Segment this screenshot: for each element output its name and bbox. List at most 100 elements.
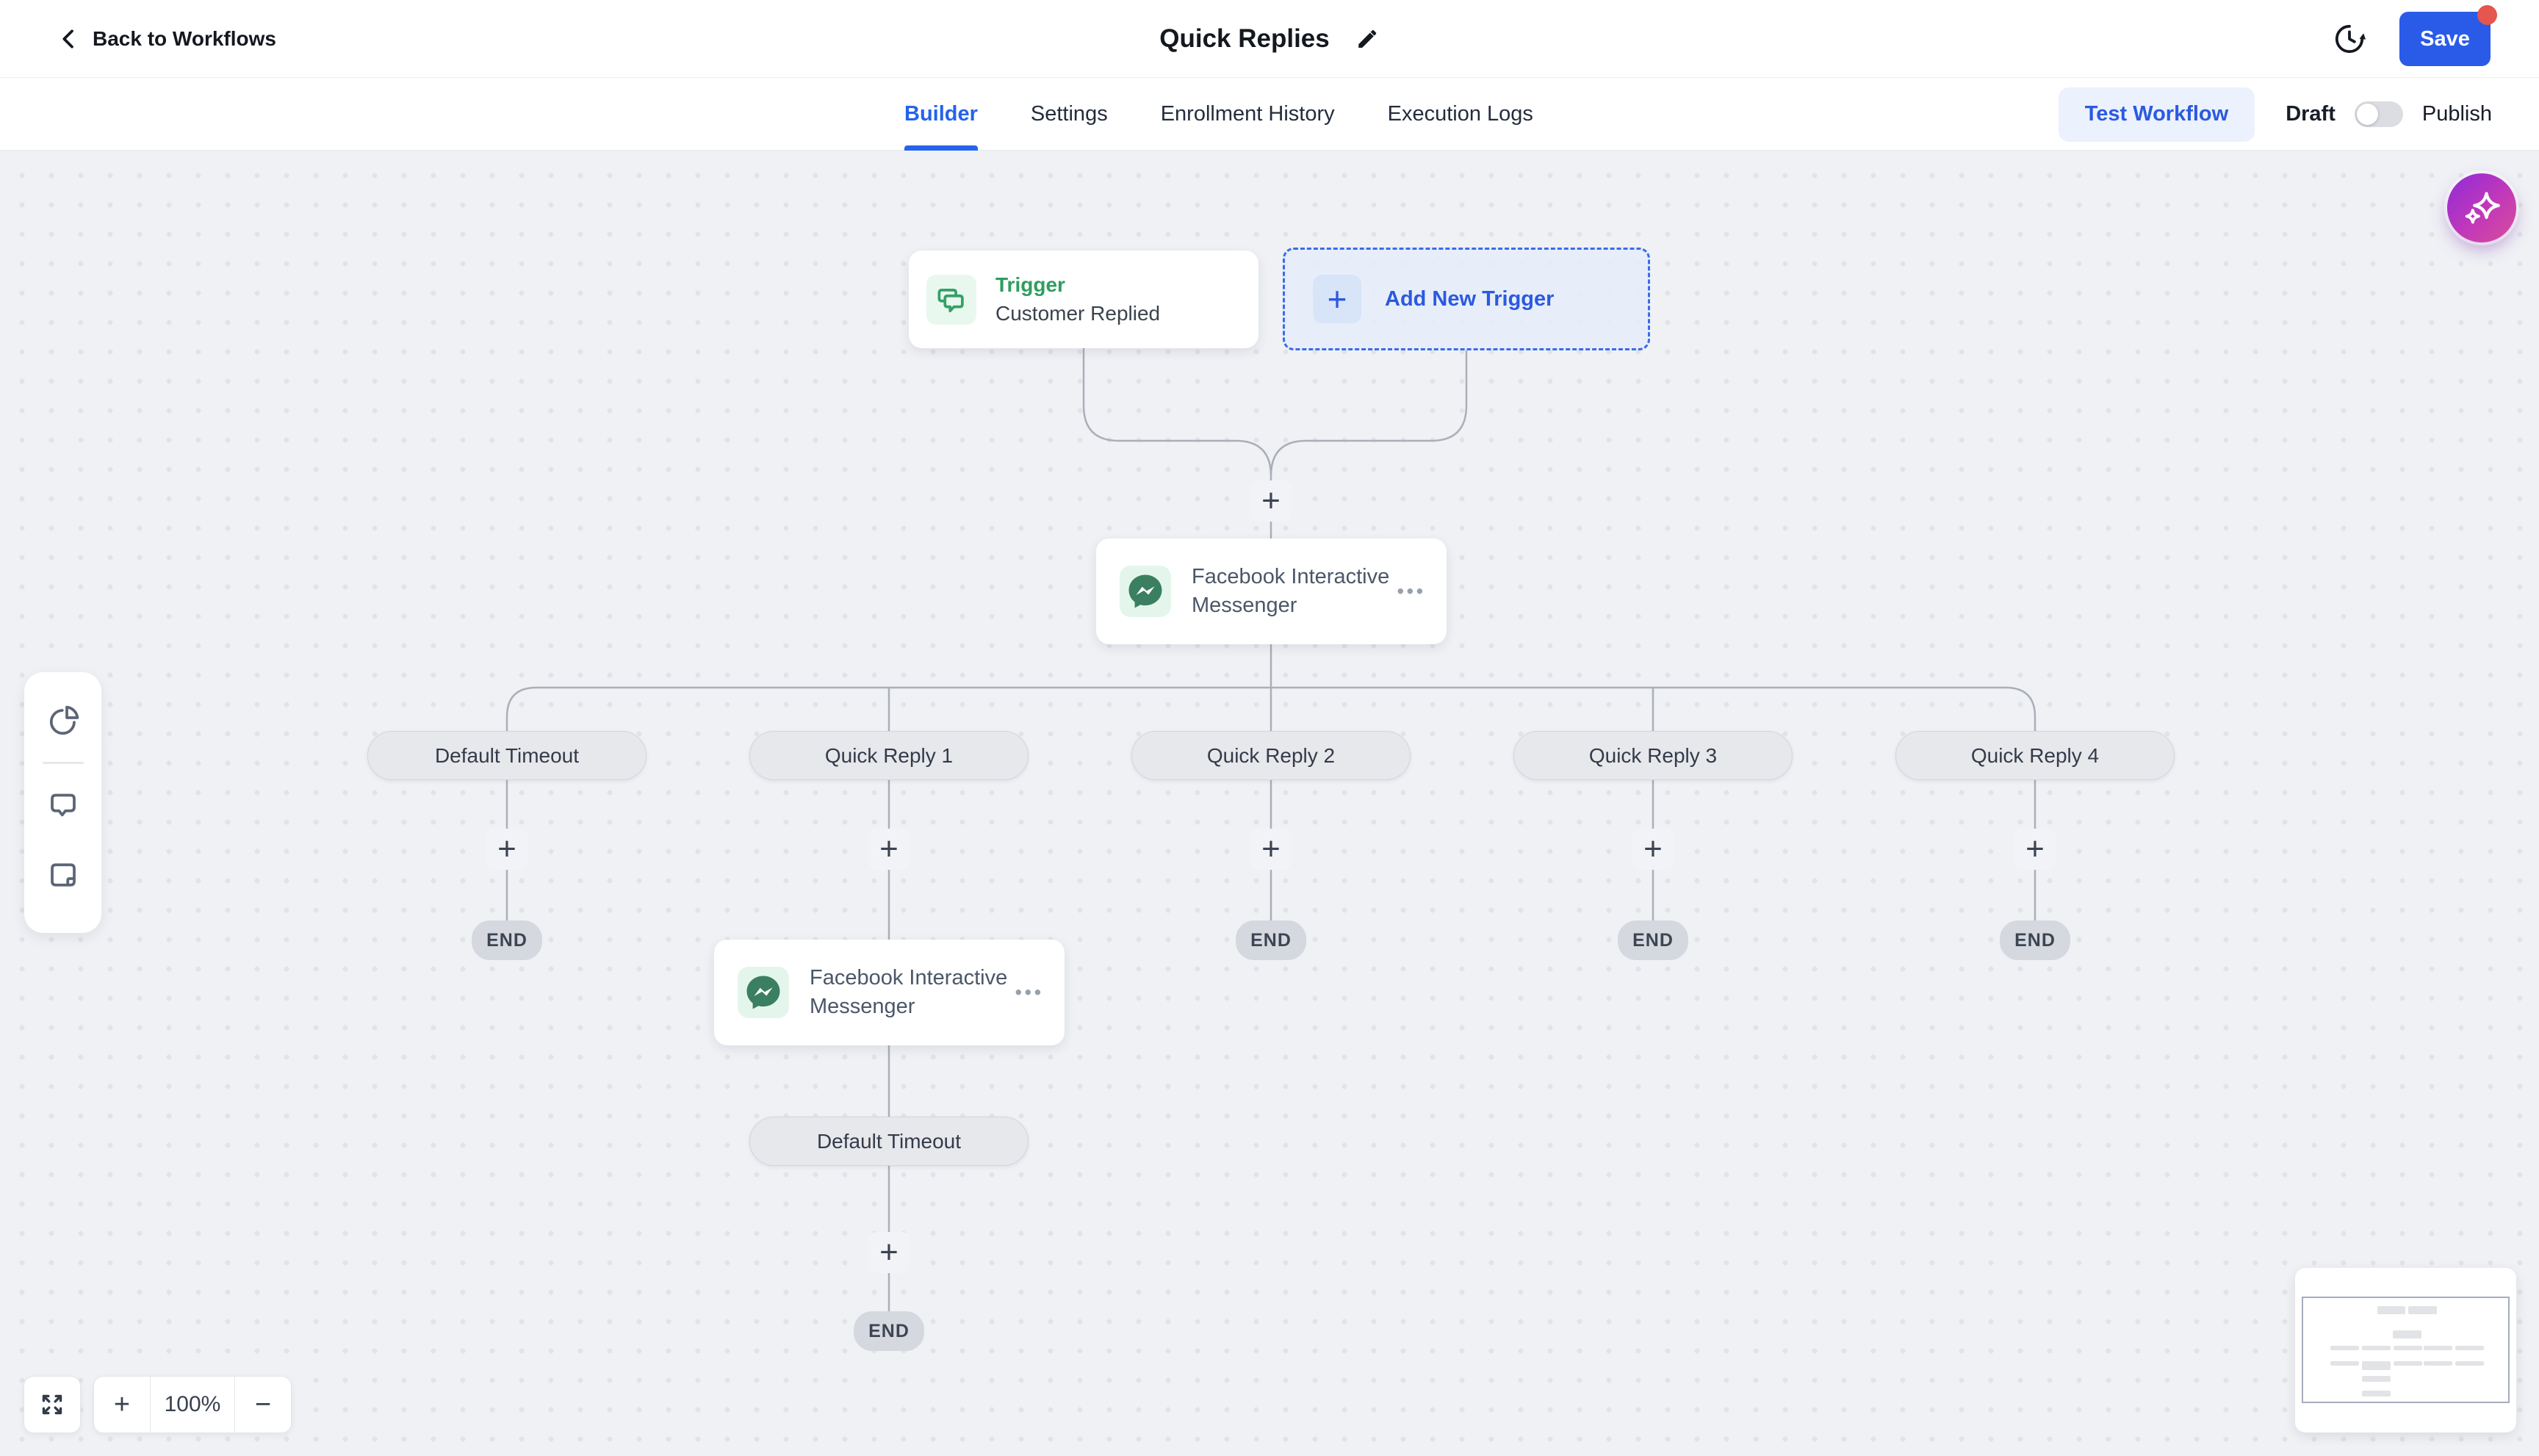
minimap-node-block — [2362, 1391, 2391, 1396]
branch-quick-reply-3[interactable]: Quick Reply 3 — [1513, 731, 1793, 780]
save-button[interactable]: Save — [2399, 5, 2497, 66]
action-node-facebook-messenger-1[interactable]: Facebook Interactive Messenger ••• — [1096, 538, 1447, 644]
canvas-side-toolbar — [24, 672, 101, 933]
tab-execution-logs[interactable]: Execution Logs — [1388, 78, 1533, 151]
branch-default-timeout-nested[interactable]: Default Timeout — [749, 1117, 1029, 1166]
tabbar: Builder Settings Enrollment History Exec… — [0, 78, 2539, 151]
zoom-out-button[interactable]: − — [235, 1377, 291, 1432]
tab-builder-label: Builder — [904, 102, 978, 126]
add-step-button[interactable]: + — [1632, 829, 1674, 870]
tab-settings-label: Settings — [1030, 102, 1108, 126]
end-node: END — [2000, 920, 2070, 960]
minimap[interactable] — [2295, 1268, 2516, 1432]
minimap-node-block — [2394, 1361, 2422, 1366]
notes-button[interactable] — [45, 857, 82, 893]
minimap-node-block — [2455, 1346, 2484, 1350]
end-node: END — [1618, 920, 1688, 960]
add-step-button[interactable]: + — [1250, 829, 1292, 870]
minimap-viewport[interactable] — [2302, 1297, 2510, 1403]
zoom-in-button[interactable]: + — [94, 1377, 150, 1432]
minimap-node-block — [2394, 1346, 2422, 1350]
add-step-button[interactable]: + — [2014, 829, 2056, 870]
add-step-button[interactable]: + — [486, 829, 527, 870]
tab-execution-logs-label: Execution Logs — [1387, 102, 1533, 126]
branch-quick-reply-2[interactable]: Quick Reply 2 — [1131, 731, 1411, 780]
node-title: Facebook Interactive Messenger — [810, 965, 1008, 1018]
node-menu-button[interactable]: ••• — [1397, 580, 1426, 602]
add-trigger-label: Add New Trigger — [1385, 286, 1555, 311]
edit-title-icon[interactable] — [1356, 27, 1380, 51]
page-title: Quick Replies — [1159, 24, 1330, 53]
draft-label: Draft — [2286, 102, 2335, 126]
trigger-type-label: Trigger — [995, 273, 1065, 296]
version-history-button[interactable] — [2332, 21, 2367, 57]
trigger-name: Customer Replied — [995, 302, 1161, 325]
end-node: END — [1236, 920, 1306, 960]
analytics-button[interactable] — [45, 703, 82, 740]
branch-default-timeout[interactable]: Default Timeout — [367, 731, 647, 780]
minimap-node-block — [2330, 1361, 2359, 1366]
ai-assistant-button[interactable] — [2447, 173, 2516, 242]
toggle-knob — [2356, 104, 2378, 125]
end-node: END — [854, 1311, 924, 1351]
fit-view-button[interactable] — [24, 1376, 81, 1433]
minimap-node-block — [2455, 1361, 2484, 1366]
test-workflow-button[interactable]: Test Workflow — [2058, 87, 2255, 142]
tabs: Builder Settings Enrollment History Exec… — [904, 78, 1533, 151]
workflow-edges — [505, 348, 2036, 1311]
sparkles-icon — [2465, 192, 2500, 224]
zoom-controls: + 100% − — [93, 1376, 292, 1433]
minimap-node-block — [2362, 1376, 2391, 1382]
action-node-facebook-messenger-2[interactable]: Facebook Interactive Messenger ••• — [714, 940, 1065, 1045]
zoom-level: 100% — [151, 1377, 234, 1432]
zoom-divider — [150, 1377, 151, 1432]
trigger-node[interactable]: Trigger Customer Replied — [909, 251, 1258, 348]
unsaved-changes-dot — [2477, 5, 2497, 25]
add-new-trigger-button[interactable]: + Add New Trigger — [1283, 248, 1650, 350]
minimap-node-block — [2424, 1361, 2452, 1366]
chat-bubbles-icon — [926, 274, 976, 325]
branch-quick-reply-1[interactable]: Quick Reply 1 — [749, 731, 1029, 780]
header: Back to Workflows Quick Replies Save — [0, 0, 2539, 78]
messenger-icon — [1120, 566, 1171, 617]
header-right: Save — [2332, 0, 2497, 78]
minimap-node-block — [2408, 1306, 2437, 1314]
add-step-button[interactable]: + — [868, 1232, 910, 1273]
publish-toggle[interactable] — [2354, 101, 2403, 127]
zoom-divider — [234, 1377, 235, 1432]
tab-enrollment-history[interactable]: Enrollment History — [1161, 78, 1335, 151]
fit-view-icon — [42, 1394, 62, 1415]
save-label: Save — [2420, 26, 2470, 51]
add-step-button[interactable]: + — [1250, 480, 1292, 522]
comments-button[interactable] — [45, 786, 82, 823]
title-wrap: Quick Replies — [1159, 0, 1379, 78]
toolbar-divider — [42, 762, 84, 764]
node-title: Facebook Interactive Messenger — [1192, 564, 1390, 617]
minimap-node-block — [2377, 1306, 2405, 1314]
messenger-icon — [738, 967, 789, 1018]
back-chevron-icon — [62, 29, 73, 48]
end-node: END — [472, 920, 542, 960]
plus-icon: + — [1313, 275, 1361, 323]
publish-label: Publish — [2421, 102, 2492, 126]
back-label: Back to Workflows — [93, 27, 276, 50]
back-to-workflows-button[interactable]: Back to Workflows — [57, 0, 276, 78]
plus-glyph: + — [1327, 280, 1347, 318]
pie-chart-icon — [49, 705, 79, 735]
workflow-canvas[interactable]: Trigger Customer Replied + Add New Trigg… — [0, 151, 2539, 1456]
tab-settings[interactable]: Settings — [1031, 78, 1108, 151]
trigger-text: Trigger Customer Replied — [995, 273, 1160, 325]
add-step-button[interactable]: + — [868, 829, 910, 870]
minimap-node-block — [2393, 1330, 2421, 1338]
tab-builder[interactable]: Builder — [904, 78, 978, 151]
node-menu-button[interactable]: ••• — [1015, 981, 1044, 1003]
minimap-node-block — [2330, 1346, 2359, 1350]
sticky-note-icon — [50, 863, 76, 887]
branch-quick-reply-4[interactable]: Quick Reply 4 — [1895, 731, 2175, 780]
tabbar-right: Test Workflow Draft Publish — [2058, 78, 2492, 151]
clock-history-icon — [2335, 24, 2366, 54]
minimap-node-block — [2362, 1361, 2391, 1370]
minimap-node-block — [2424, 1346, 2452, 1350]
tab-enrollment-history-label: Enrollment History — [1160, 102, 1335, 126]
minimap-node-block — [2362, 1346, 2391, 1350]
